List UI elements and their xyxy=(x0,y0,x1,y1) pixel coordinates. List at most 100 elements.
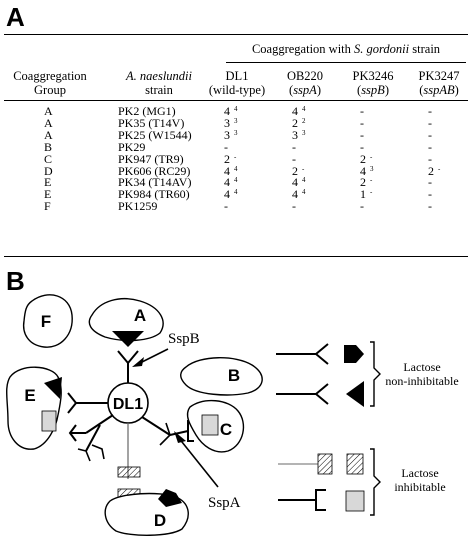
legend-bottom-hatched-receptor xyxy=(317,453,333,475)
score-superscript: 4 xyxy=(234,176,238,185)
score-main: - xyxy=(360,199,364,214)
score-superscript: 4 xyxy=(302,188,306,197)
strain-cell: PK1259 xyxy=(118,199,158,214)
cell-e-adhesin-gray xyxy=(41,410,57,432)
score-main: - xyxy=(360,127,364,142)
score-main: - xyxy=(428,175,432,190)
coaggregation-model-diagram: F A SspB B E DL1 C SspA D xyxy=(6,294,459,536)
score-main: 3 xyxy=(224,115,230,130)
score-main: - xyxy=(360,115,364,130)
score-main: - xyxy=(360,139,364,154)
score-main: 2 xyxy=(292,115,298,130)
score-main: 4 xyxy=(224,163,230,178)
cell-b-label: B xyxy=(228,366,240,385)
group-header-line-1: Coaggregation xyxy=(13,69,87,83)
score-cell: - xyxy=(360,139,364,154)
score-cell: - xyxy=(428,176,432,189)
score-cell: - xyxy=(428,116,432,130)
score-cell: 2- xyxy=(360,152,372,168)
score-superscript: 2 xyxy=(302,116,306,125)
cell-e-outline xyxy=(6,366,62,450)
legend-top-line-2: non-inhibitable xyxy=(385,374,458,388)
legend-bottom-brace xyxy=(370,448,381,516)
column-sub: sspA xyxy=(293,83,317,97)
legend-bottom-gray-adhesin xyxy=(345,490,365,512)
strain-header-line-1: A. naeslundii xyxy=(126,69,192,83)
score-cell: - xyxy=(292,140,296,154)
score-main: - xyxy=(428,151,432,166)
score-main: 1 xyxy=(360,187,366,202)
score-main: 4 xyxy=(292,187,298,202)
column-header-pk3247: PK3247 (sspAB) xyxy=(408,69,470,97)
score-superscript: 3 xyxy=(234,128,238,137)
strain-cell: PK984 (TR60) xyxy=(118,187,190,202)
score-main: - xyxy=(224,139,228,154)
score-cell: 2- xyxy=(224,152,236,168)
sspa-arrowhead xyxy=(174,431,186,443)
score-main: 2 xyxy=(428,163,434,178)
score-cell: - xyxy=(292,152,296,166)
column-sub: sspAB xyxy=(423,83,455,97)
column-name: OB220 xyxy=(286,69,324,83)
score-cell: - xyxy=(224,139,228,154)
group-cell: A xyxy=(44,104,53,118)
score-main: - xyxy=(292,199,296,214)
column-name: PK3247 xyxy=(418,69,460,83)
legend-top-adhesin-triangle xyxy=(346,381,364,407)
score-superscript: 4 xyxy=(302,176,306,185)
score-cell: 2- xyxy=(360,176,372,191)
score-cell: - xyxy=(360,127,364,142)
dl1-right-bracket-stem xyxy=(169,430,189,436)
score-main: 2 xyxy=(292,163,298,178)
span-species: S. gordonii xyxy=(354,42,410,56)
sspb-arrowhead xyxy=(132,357,144,367)
group-cell: B xyxy=(44,139,53,154)
group-cell: A xyxy=(44,127,53,142)
score-cell: - xyxy=(360,200,364,213)
cell-a-outline xyxy=(88,297,164,342)
legend-top-adhesin-pentagon xyxy=(344,345,364,363)
score-superscript: 3 xyxy=(370,164,374,173)
score-main: - xyxy=(428,187,432,202)
column-header-ob220: OB220 (sspA) xyxy=(274,69,336,97)
score-cell: 2- xyxy=(292,163,304,180)
strain-cell: PK25 (W1544) xyxy=(118,127,192,142)
cell-c-label: C xyxy=(220,420,232,439)
legend-bottom-bracket xyxy=(315,489,326,511)
score-superscript: 3 xyxy=(234,116,238,125)
sspa-label: SspA xyxy=(208,495,241,511)
group-cell: C xyxy=(44,151,53,166)
group-cell: F xyxy=(44,199,51,214)
score-main: 4 xyxy=(360,163,366,178)
strain-cell: PK947 (TR9) xyxy=(118,151,184,166)
score-main: 4 xyxy=(224,187,230,202)
cell-a-adhesin-triangle xyxy=(112,331,144,347)
score-superscript: 3 xyxy=(302,128,306,137)
strain-cell: PK606 (RC29) xyxy=(118,163,191,178)
column-sub: sspB xyxy=(361,83,385,97)
column-name: PK3246 xyxy=(352,69,394,83)
score-superscript: 4 xyxy=(234,164,238,173)
cell-f-outline xyxy=(22,294,73,348)
panel-b-letter: B xyxy=(6,266,25,296)
column-header-pk3246: PK3246 (sspB) xyxy=(342,69,404,97)
coaggregation-table: Coaggregation with S. gordonii strain Co… xyxy=(4,34,468,257)
score-cell: - xyxy=(428,200,432,213)
group-column-header: Coaggregation Group xyxy=(4,69,96,97)
sspb-receptor-fork xyxy=(117,350,139,365)
column-header-dl1: DL1 (wild-type) xyxy=(206,69,268,97)
dl1-left-receptor-fork xyxy=(67,392,78,414)
group-cell: A xyxy=(44,115,53,130)
strain-column-header: A. naeslundii strain xyxy=(104,69,214,97)
score-superscript: 4 xyxy=(234,188,238,197)
legend-top-line-1: Lactose xyxy=(403,360,440,374)
dl1-lowerleft-arm xyxy=(85,424,101,452)
score-main: - xyxy=(428,127,432,142)
legend-top-receptor-2-fork xyxy=(314,383,329,405)
